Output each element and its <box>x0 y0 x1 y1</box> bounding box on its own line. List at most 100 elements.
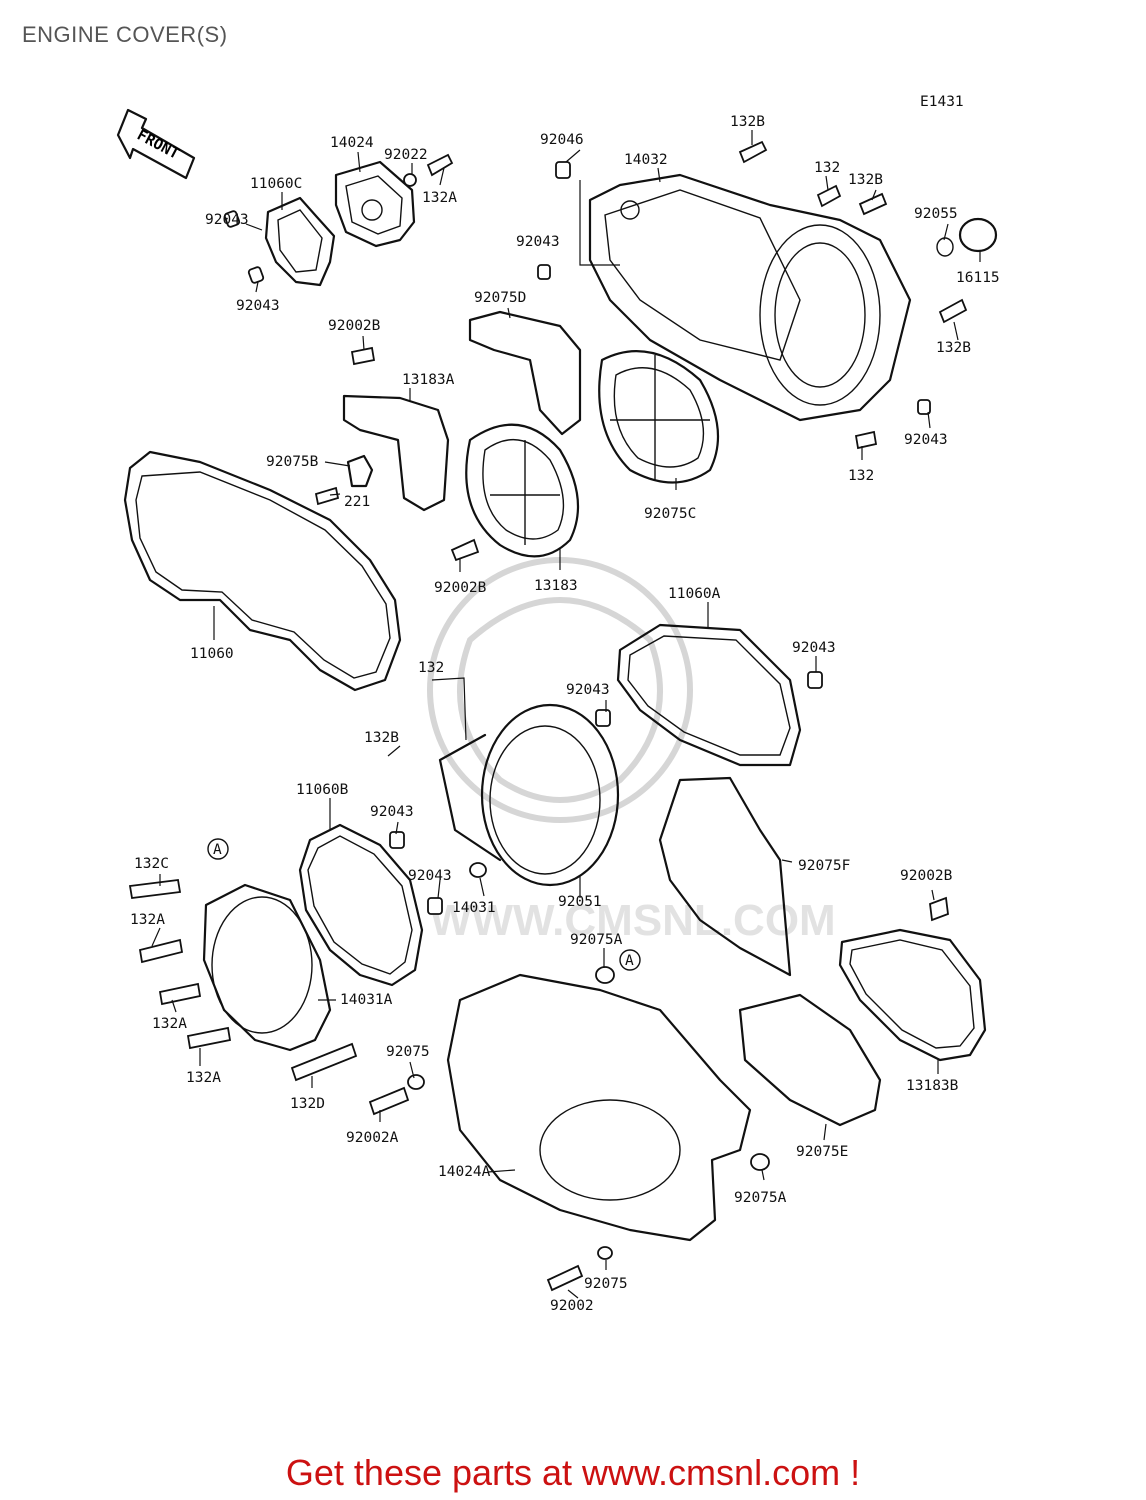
part-92051-shape <box>469 862 487 878</box>
part-label-221: 221 <box>344 494 370 510</box>
diagram-code-label: E1431 <box>920 94 964 110</box>
part-14024A-shape <box>446 973 752 1242</box>
part-13183-shape <box>465 423 580 558</box>
part-92075A-shape <box>595 966 615 984</box>
footer-link[interactable]: Get these parts at www.cmsnl.com ! <box>285 1452 861 1493</box>
part-label-92043: 92043 <box>236 298 280 314</box>
part-label-132A: 132A <box>152 1016 187 1032</box>
part-label-14031A: 14031A <box>340 992 393 1008</box>
part-11060-shape <box>123 450 402 692</box>
part-label-92075C: 92075C <box>644 506 696 522</box>
part-label-92055: 92055 <box>914 206 958 222</box>
part-label-92043: 92043 <box>792 640 836 656</box>
part-92043-shape <box>247 266 265 284</box>
front-arrow-icon: FRONT <box>116 108 196 180</box>
part-132B-shape <box>738 140 768 164</box>
part-label-92046: 92046 <box>540 132 584 148</box>
part-92075D-shape <box>468 310 582 436</box>
part-132-shape <box>816 184 842 208</box>
reference-A-label: A <box>213 842 222 858</box>
part-label-14024: 14024 <box>330 135 374 151</box>
part-label-92002B: 92002B <box>434 580 487 596</box>
part-92043-shape <box>427 897 443 915</box>
part-label-132: 132 <box>814 160 840 176</box>
part-label-132C: 132C <box>134 856 169 872</box>
part-label-11060B: 11060B <box>296 782 349 798</box>
part-92043-shape <box>223 210 241 228</box>
part-label-92043: 92043 <box>408 868 452 884</box>
part-label-132B: 132B <box>730 114 765 130</box>
part-92043-shape <box>595 709 611 727</box>
part-label-16115: 16115 <box>956 270 1000 286</box>
part-label-92075A: 92075A <box>570 932 623 948</box>
part-label-132B: 132B <box>848 172 883 188</box>
page-title: ENGINE COVER(S) <box>22 22 228 47</box>
part-13183A-shape <box>342 394 450 512</box>
reference-A-marker <box>207 838 229 860</box>
part-132-shape <box>854 430 878 450</box>
part-label-92002B: 92002B <box>328 318 381 334</box>
part-92043-shape <box>537 264 551 280</box>
part-label-11060A: 11060A <box>668 586 721 602</box>
part-label-92002A: 92002A <box>346 1130 399 1146</box>
part-11060C-shape <box>264 196 336 287</box>
part-92043-shape <box>807 671 823 689</box>
part-132A-shape <box>138 938 184 964</box>
part-label-132A: 132A <box>422 190 457 206</box>
part-label-92002B: 92002B <box>900 868 953 884</box>
part-132A-shape <box>158 982 202 1006</box>
part-label-13183B: 13183B <box>906 1078 959 1094</box>
part-label-92043: 92043 <box>566 682 610 698</box>
part-label-132D: 132D <box>290 1096 325 1112</box>
part-label-92043: 92043 <box>904 432 948 448</box>
part-92075-shape <box>597 1246 613 1260</box>
part-label-14024A: 14024A <box>438 1164 491 1180</box>
part-label-92075: 92075 <box>584 1276 628 1292</box>
watermark-text: WWW.CMSNL.COM <box>430 896 836 945</box>
part-92075E-shape <box>738 993 882 1127</box>
part-label-132: 132 <box>848 468 874 484</box>
part-92075A-shape <box>750 1153 770 1171</box>
part-16115-shape <box>958 217 998 253</box>
part-132A-shape <box>426 153 454 177</box>
part-label-132B: 132B <box>936 340 971 356</box>
part-132D-shape <box>290 1042 358 1082</box>
part-label-92002: 92002 <box>550 1298 594 1314</box>
part-92002-shape <box>546 1264 584 1292</box>
part-92022-shape <box>403 173 417 187</box>
part-label-92022: 92022 <box>384 147 428 163</box>
reference-A-label: A <box>625 953 634 969</box>
part-14031-shape <box>438 703 620 887</box>
part-label-132A: 132A <box>186 1070 221 1086</box>
part-92002B-shape <box>350 346 376 366</box>
part-label-14032: 14032 <box>624 152 668 168</box>
part-92055-shape <box>936 237 954 257</box>
part-132B-shape <box>858 192 888 216</box>
part-label-132A: 132A <box>130 912 165 928</box>
part-label-92075E: 92075E <box>796 1144 848 1160</box>
part-92043-shape <box>917 399 931 415</box>
part-label-92075: 92075 <box>386 1044 430 1060</box>
part-label-92075B: 92075B <box>266 454 319 470</box>
front-arrow-label: FRONT <box>134 126 182 163</box>
part-92075F-shape <box>658 776 792 977</box>
part-label-92075D: 92075D <box>474 290 526 306</box>
part-label-132: 132 <box>418 660 444 676</box>
part-labels: E1431 14024 92022 132A 11060C 92043 9204… <box>130 94 1000 1314</box>
part-label-92075A: 92075A <box>734 1190 787 1206</box>
part-92046-shape <box>555 161 571 179</box>
part-label-92051: 14031 <box>452 900 496 916</box>
part-label-92075F: 92075F <box>798 858 850 874</box>
part-92002A-shape <box>368 1086 410 1116</box>
part-92002B-shape <box>929 896 949 922</box>
part-label-14031: 92051 <box>558 894 602 910</box>
exploded-view-diagram: WWW.CMSNL.COM FRONT <box>116 94 1000 1314</box>
part-221-shape <box>314 486 340 506</box>
part-14031A-shape <box>202 883 332 1052</box>
leader-lines <box>151 130 981 1299</box>
part-14032-shape <box>588 173 912 422</box>
part-92043-shape <box>389 831 405 849</box>
part-132A-shape <box>186 1026 232 1050</box>
part-92075B-shape <box>346 454 374 488</box>
